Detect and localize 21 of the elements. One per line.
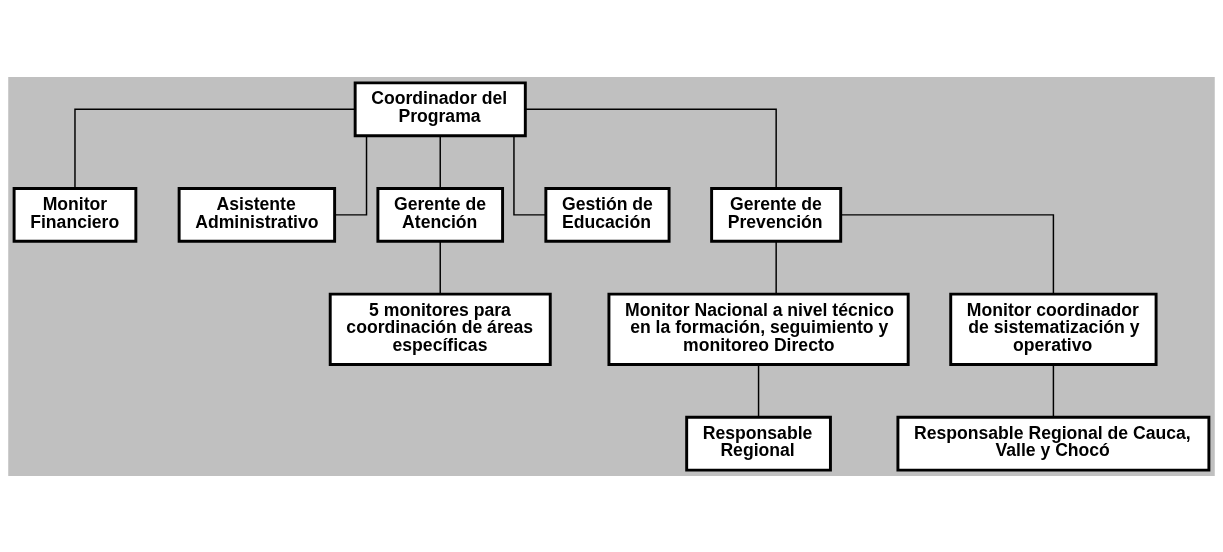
connector	[1052, 363, 1055, 418]
connector	[840, 213, 1055, 294]
connector	[439, 134, 441, 189]
connector	[775, 240, 777, 295]
node-box: Coordinador del Programa	[353, 80, 527, 137]
connector	[524, 108, 777, 189]
connector	[74, 108, 356, 189]
node-box: Gestión de Educación	[544, 186, 671, 243]
connector	[513, 134, 547, 216]
node-box: Responsable Regional	[685, 415, 832, 472]
connector	[439, 240, 441, 295]
node-box: Asistente Administrativo	[177, 186, 337, 243]
connector	[334, 134, 368, 216]
node-box: Monitor coordinador de sistematización y operativo	[949, 292, 1158, 366]
connector	[757, 363, 760, 418]
node-box: Responsable Regional de Cauca, Valle y Chocó	[896, 415, 1211, 472]
node-box: Monitor Nacional a nivel técnico en la formación, seguimiento y monitoreo Directo	[607, 292, 910, 366]
node-box: 5 monitores para coordinación de áreas específicas	[328, 292, 552, 366]
node-box: Gerente de Prevención	[710, 186, 843, 243]
node-box: Gerente de Atención	[376, 186, 505, 243]
node-box: Monitor Financiero	[12, 186, 138, 243]
